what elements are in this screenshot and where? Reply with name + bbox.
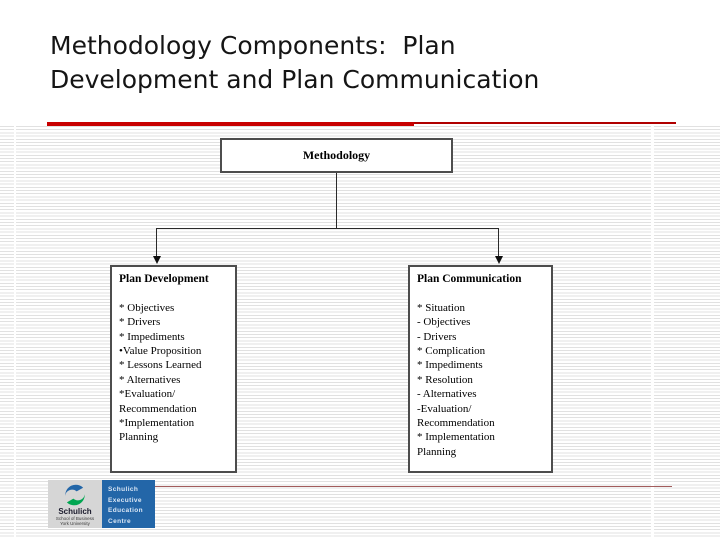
list-item: * Objectives (119, 301, 175, 314)
schulich-wordmark: Schulich (58, 507, 92, 516)
footer-divider-line (155, 486, 672, 487)
list-item: *Implementation (119, 417, 195, 430)
list-item: Planning (417, 445, 457, 458)
connector-right-drop (498, 228, 499, 256)
plan-development-title: Plan Development (119, 273, 209, 285)
seec-line: Education (108, 507, 144, 514)
ruled-margin-gap-left (14, 126, 16, 538)
list-item: - Alternatives (417, 388, 477, 401)
seec-logo-block: Schulich Executive Education Centre (102, 480, 155, 528)
methodology-box: Methodology (220, 138, 453, 173)
schulich-swirl-icon (65, 484, 85, 506)
title-accent-line (414, 122, 676, 124)
plan-development-box: Plan Development * Objectives * Drivers … (110, 265, 237, 473)
connector-root-stem (336, 173, 337, 228)
seec-line: Schulich (108, 486, 139, 493)
list-item: •Value Proposition (119, 345, 202, 358)
list-item: - Drivers (417, 330, 457, 343)
list-item: Recommendation (119, 402, 197, 415)
list-item: * Alternatives (119, 373, 181, 386)
list-item: Planning (119, 431, 159, 444)
arrowhead-down-icon (494, 256, 503, 264)
schulich-sub-line2: York University (60, 521, 90, 526)
connector-left-drop (156, 228, 157, 256)
ruled-paper-background (0, 126, 720, 538)
list-item: *Evaluation/ (119, 388, 176, 401)
methodology-box-label: Methodology (302, 148, 371, 162)
page-title: Methodology Components: Plan Development… (50, 31, 540, 94)
plan-communication-title: Plan Communication (417, 273, 522, 285)
list-item: * Impediments (119, 330, 185, 343)
list-item: * Resolution (417, 373, 473, 386)
list-item: * Complication (417, 345, 486, 358)
seec-line: Executive (108, 496, 142, 504)
arrowhead-down-icon (152, 256, 161, 264)
schulich-logo-block: Schulich School of Business York Univers… (48, 480, 102, 528)
list-item: * Situation (417, 301, 465, 314)
ruled-margin-gap-right (651, 126, 654, 538)
list-item: * Implementation (417, 431, 495, 444)
schulich-sub-line1: School of Business (55, 516, 95, 521)
list-item: * Impediments (417, 359, 483, 372)
list-item: * Drivers (119, 316, 161, 329)
list-item: * Lessons Learned (119, 359, 202, 372)
list-item: Recommendation (417, 417, 495, 430)
seec-line: Centre (108, 517, 131, 525)
connector-horizontal-rail (156, 228, 499, 229)
list-item: -Evaluation/ (417, 402, 472, 415)
list-item: - Objectives (417, 316, 471, 329)
plan-communication-box: Plan Communication * Situation - Objecti… (408, 265, 553, 473)
